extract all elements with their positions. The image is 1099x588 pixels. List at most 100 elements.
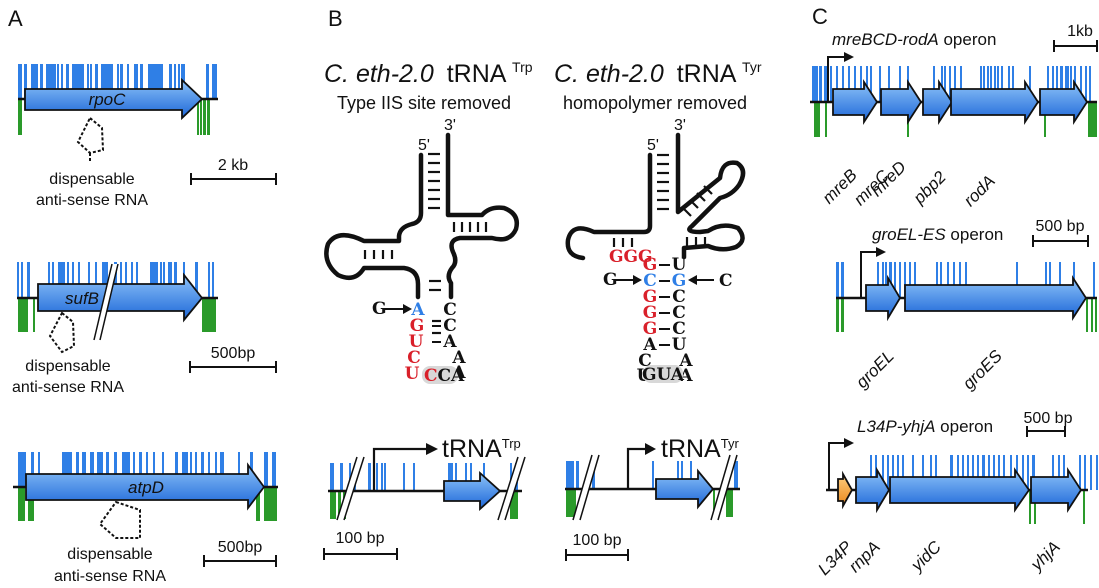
sense-tick xyxy=(455,463,457,491)
locus-trna: tRNA xyxy=(442,435,502,463)
sense-tick xyxy=(836,262,839,298)
nucleotide: G xyxy=(643,319,658,339)
antisense-rna-icon xyxy=(98,500,141,539)
sense-tick xyxy=(1052,66,1054,102)
trna-trp-structure xyxy=(324,132,519,300)
annotation-line2: anti-sense RNA xyxy=(36,192,148,209)
sense-tick xyxy=(1047,66,1049,102)
sense-tick xyxy=(1085,66,1087,102)
sense-tick xyxy=(936,262,938,298)
gene-label: yidC xyxy=(907,537,946,576)
sense-tick xyxy=(178,64,180,99)
sense-tick xyxy=(368,463,371,491)
mutation-arrow-right-icon xyxy=(688,275,714,285)
antisense-tick xyxy=(264,487,277,521)
sense-tick xyxy=(824,66,827,102)
nucleotide: A xyxy=(410,300,425,320)
sense-tick xyxy=(998,455,1000,490)
sense-tick xyxy=(102,262,108,298)
anticodon-highlight xyxy=(422,366,458,384)
sense-tick xyxy=(897,455,899,490)
gene-arrow-yidC xyxy=(889,467,1031,513)
sense-tick xyxy=(40,64,43,99)
sense-tick xyxy=(67,262,69,298)
mutation-arrow-icon xyxy=(384,304,412,314)
sense-tick xyxy=(1049,262,1051,298)
antisense-tick xyxy=(330,491,336,519)
sense-tick xyxy=(1063,455,1065,490)
gene-arrow-rodA xyxy=(1039,78,1089,126)
scale-label: 100 bp xyxy=(573,532,622,549)
sense-tick xyxy=(836,66,838,102)
sense-tick xyxy=(381,463,383,491)
annotation-line1: dispensable xyxy=(49,171,135,188)
sense-tick xyxy=(909,262,911,298)
antisense-tick xyxy=(197,99,199,135)
gene-label: pbp2 xyxy=(909,167,950,208)
gene-label: groES xyxy=(959,346,1006,393)
sense-tick xyxy=(877,262,879,298)
sense-tick xyxy=(97,452,103,487)
sense-tick xyxy=(935,455,937,490)
sense-tick xyxy=(576,461,579,489)
antisense-tick xyxy=(1044,102,1046,137)
sense-tick xyxy=(875,455,877,490)
sense-tick xyxy=(120,262,122,298)
nucleotide: U xyxy=(672,335,687,355)
nucleotide: U xyxy=(409,332,424,352)
sense-tick xyxy=(190,452,192,487)
sense-tick xyxy=(46,64,56,99)
sense-tick xyxy=(1045,262,1047,298)
antisense-tick xyxy=(33,298,35,332)
sense-tick xyxy=(24,64,27,99)
antisense-tick xyxy=(1095,298,1097,332)
promoter-arrow-icon xyxy=(626,443,656,489)
sense-tick xyxy=(957,455,959,490)
sense-tick xyxy=(127,64,129,99)
gene-label: yhjA xyxy=(1026,537,1064,575)
sense-tick xyxy=(340,463,343,491)
nucleotide: C xyxy=(643,271,657,291)
sense-tick xyxy=(330,463,334,491)
operon-title: L34P-yhjA operon xyxy=(857,417,993,436)
nucleotide: A xyxy=(442,332,457,352)
sense-tick xyxy=(842,66,844,102)
sense-tick xyxy=(403,463,405,491)
mutation-left-from: G xyxy=(603,270,618,290)
sense-tick xyxy=(894,262,896,298)
three-prime-label: 3' xyxy=(444,117,456,134)
sense-tick xyxy=(982,455,985,490)
antisense-tick xyxy=(713,489,715,517)
trna-tyr-title: C. eth-2.0 tRNA Tyr xyxy=(554,59,762,88)
anticodon-label: CCA xyxy=(424,366,465,386)
sense-tick xyxy=(902,455,904,490)
annotation-line1: dispensable xyxy=(25,358,111,375)
sense-tick xyxy=(31,64,38,99)
gene-arrow-pbp2 xyxy=(950,78,1040,126)
nucleotide: G xyxy=(643,287,658,307)
mutation-from-label: G xyxy=(372,299,387,319)
sense-tick xyxy=(734,461,738,489)
anticodon-rest: CA xyxy=(438,366,466,386)
sense-tick xyxy=(133,452,135,487)
sense-tick xyxy=(980,66,982,102)
sense-tick xyxy=(690,461,692,489)
sense-tick xyxy=(384,463,386,491)
anticodon-first: C xyxy=(424,366,438,386)
sense-tick xyxy=(930,455,932,490)
sense-tick xyxy=(983,66,985,102)
sense-tick xyxy=(169,64,172,99)
sense-tick xyxy=(413,463,415,491)
sense-tick xyxy=(904,262,906,298)
sense-tick xyxy=(819,66,822,102)
scale-bar: 500 bp xyxy=(1032,218,1089,247)
sense-tick xyxy=(889,262,892,298)
gene-label: rnpA xyxy=(845,537,884,576)
sense-tick xyxy=(940,262,942,298)
sense-tick xyxy=(17,262,19,298)
sense-tick xyxy=(860,66,862,102)
gene-arrow-mreD xyxy=(922,78,954,126)
trna-superscript: Trp xyxy=(512,59,533,75)
promoter-arrow-icon xyxy=(827,52,854,102)
tyr-locus: tRNATyr 100 bp xyxy=(565,435,740,561)
